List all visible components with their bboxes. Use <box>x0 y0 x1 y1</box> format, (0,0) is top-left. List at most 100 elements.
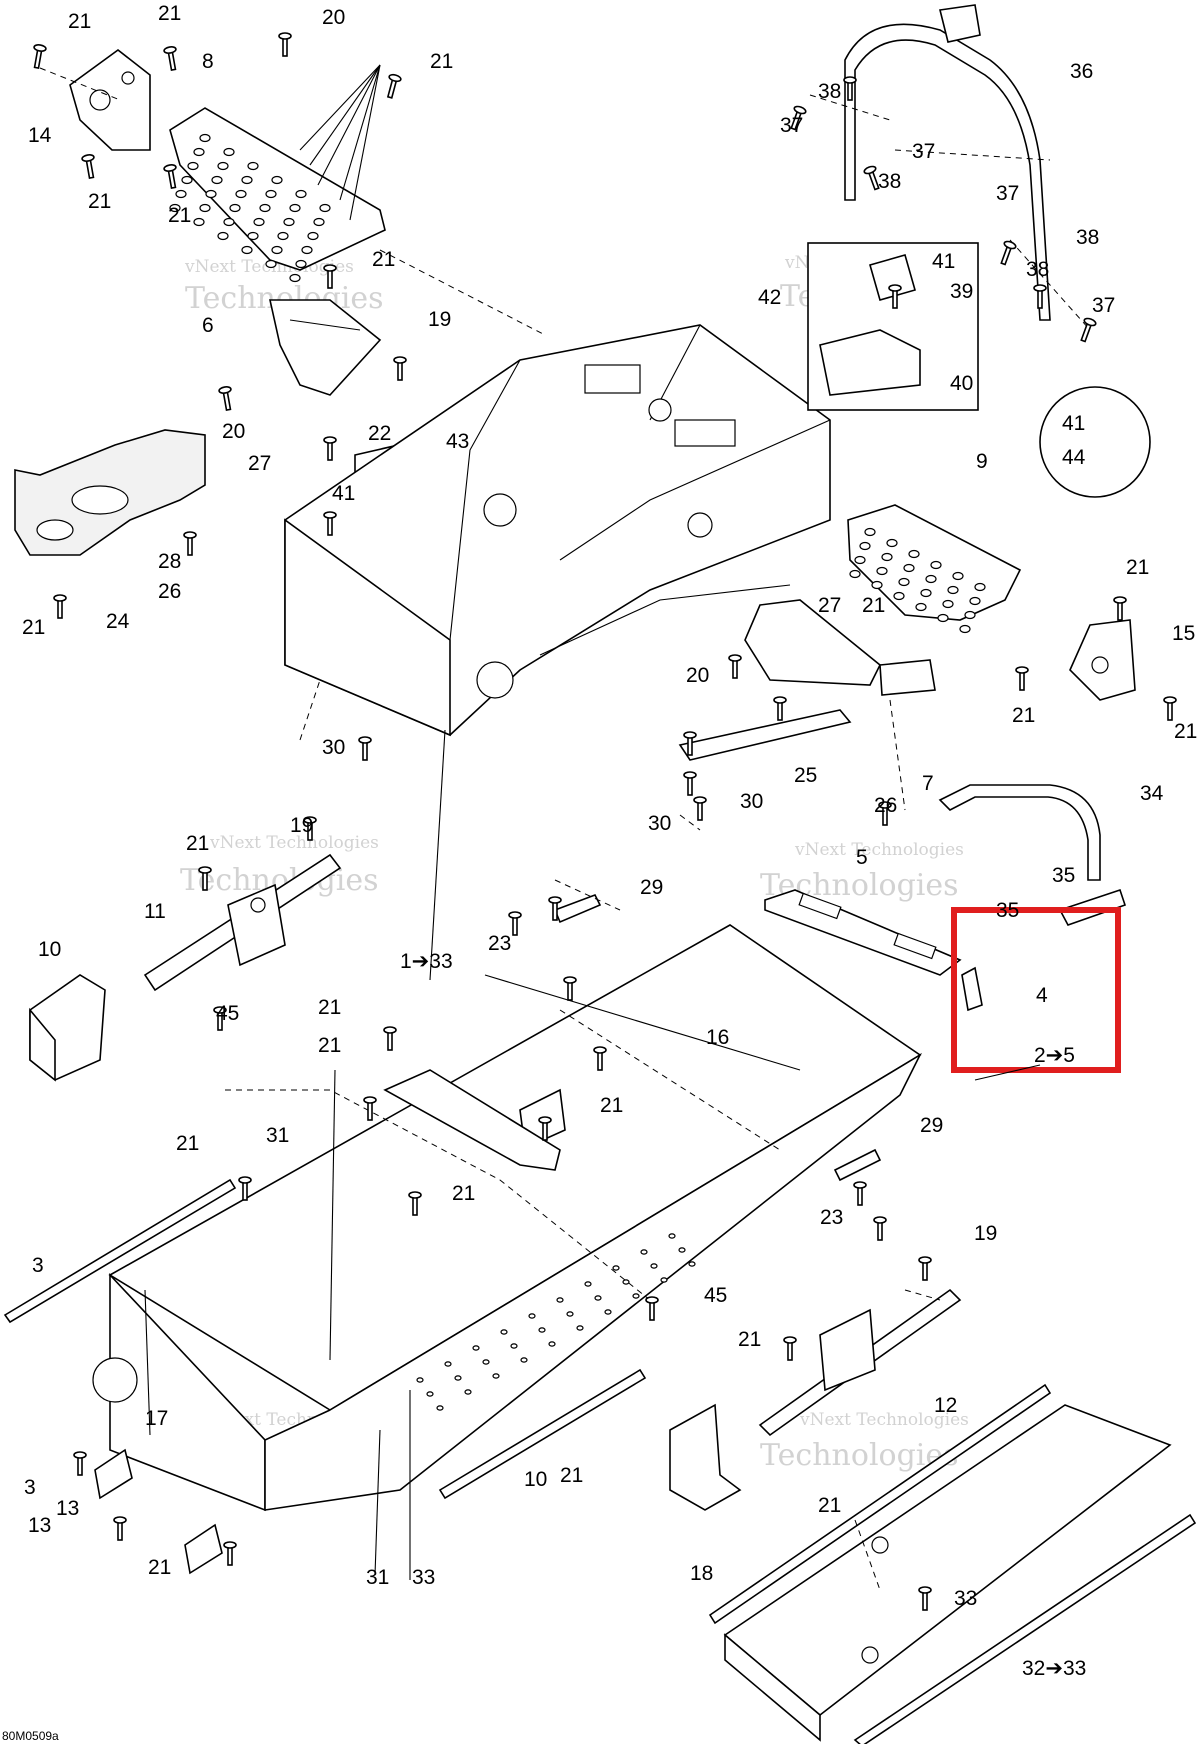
rivet-fastener <box>408 1191 422 1216</box>
perforation-hole <box>520 1357 528 1363</box>
rail-33-bottom <box>853 1513 1197 1744</box>
watermark-text: vNext Technologies <box>209 833 379 853</box>
perforation-hole <box>301 245 313 255</box>
perforation-hole <box>528 1313 536 1319</box>
strip-25 <box>678 709 852 761</box>
rivet-fastener <box>198 866 212 891</box>
rivet-fastener <box>323 436 337 461</box>
perforation-hole <box>969 596 981 606</box>
perforation-hole <box>538 1327 546 1333</box>
perforation-hole <box>169 203 181 213</box>
callout-26: 26 <box>158 580 181 603</box>
perforation-hole <box>908 549 920 559</box>
perforation-hole <box>556 1297 564 1303</box>
watermark-text: vNext Technologies <box>794 840 964 860</box>
callout-21: 21 <box>176 1132 199 1155</box>
callout-10: 10 <box>524 1468 547 1491</box>
perforation-hole <box>416 1377 424 1383</box>
perforation-hole <box>313 217 325 227</box>
rivet-fastener <box>773 696 787 721</box>
rivet-fastener <box>1000 240 1017 266</box>
rivet-fastener <box>73 1451 87 1476</box>
perforation-hole <box>952 571 964 581</box>
callout-39: 39 <box>950 280 973 303</box>
callout-26: 26 <box>874 794 897 817</box>
callout-38: 38 <box>1076 226 1099 249</box>
perforation-hole <box>454 1375 462 1381</box>
perforation-hole <box>492 1373 500 1379</box>
callout-5: 5 <box>856 846 868 869</box>
bracket-7 <box>744 599 936 696</box>
callout-44: 44 <box>1062 446 1086 469</box>
callout-21: 21 <box>1126 556 1149 579</box>
inset-box <box>807 242 979 411</box>
rivet-fastener <box>790 105 807 131</box>
plate-29-upper <box>553 893 602 924</box>
rivet-fastener <box>218 386 232 411</box>
rivet-fastener <box>113 1516 127 1541</box>
perforation-hole <box>942 599 954 609</box>
callout-45: 45 <box>704 1284 727 1307</box>
perforation-hole <box>199 133 211 143</box>
rivet-fastener <box>278 32 292 57</box>
grab-handle-34 <box>938 784 1127 926</box>
callout-11: 11 <box>144 900 166 923</box>
bracket-6 <box>269 299 382 396</box>
perforation-hole <box>930 560 942 570</box>
callout-13: 13 <box>28 1514 51 1537</box>
support-10-right <box>669 1403 742 1511</box>
perforation-hole <box>566 1311 574 1317</box>
bracket-4 <box>961 966 983 1012</box>
main-frame <box>284 324 831 737</box>
rail-33-top <box>708 1383 1052 1625</box>
callout-19: 19 <box>974 1222 997 1245</box>
side-panel-24 <box>14 429 206 556</box>
perforation-hole <box>247 231 259 241</box>
perforation-hole <box>289 273 301 283</box>
rivet-fastener <box>323 511 337 536</box>
highlight-box <box>951 907 1121 1073</box>
perforation-hole <box>265 189 277 199</box>
callout-21: 21 <box>88 190 111 213</box>
perforation-hole <box>211 175 223 185</box>
callout-20: 20 <box>322 6 345 29</box>
callout-34: 34 <box>1140 782 1164 805</box>
callout-21: 21 <box>452 1182 475 1205</box>
rivet-fastener <box>563 976 577 1001</box>
perforation-hole <box>854 555 866 565</box>
callout-21: 21 <box>318 1034 341 1057</box>
perforation-hole <box>307 231 319 241</box>
callout-22: 22 <box>368 422 391 445</box>
callout-18: 18 <box>690 1562 713 1585</box>
leader-lines <box>39 64 1091 1591</box>
rivet-fastener <box>1033 284 1047 309</box>
rivet-fastener <box>918 1256 932 1281</box>
callout-20: 20 <box>222 420 245 443</box>
perforation-hole <box>283 217 295 227</box>
perforation-hole <box>678 1247 686 1253</box>
perforation-hole <box>319 203 331 213</box>
callout-21: 21 <box>22 616 45 639</box>
rivet-fastener <box>323 264 337 289</box>
callout-37: 37 <box>1092 294 1115 317</box>
perforation-hole <box>223 147 235 157</box>
callout-6: 6 <box>202 314 214 337</box>
footrest-plate-8 <box>169 107 386 283</box>
perforation-hole <box>876 566 888 576</box>
callout-17: 17 <box>145 1407 168 1430</box>
callout-16: 16 <box>706 1026 729 1049</box>
callout-35: 35 <box>1052 864 1075 887</box>
rivet-fastener <box>1015 666 1029 691</box>
perforation-hole <box>265 259 277 269</box>
callout-21: 21 <box>68 10 91 33</box>
rivet-fastener <box>358 736 372 761</box>
callout-21: 21 <box>600 1094 623 1117</box>
perforation-hole <box>937 613 949 623</box>
callout-21: 21 <box>430 50 453 73</box>
plate-29-lower <box>833 1148 882 1182</box>
rivet-fastener <box>393 356 407 381</box>
perforation-hole <box>271 175 283 185</box>
perforation-hole <box>915 602 927 612</box>
callout-14: 14 <box>28 124 52 147</box>
